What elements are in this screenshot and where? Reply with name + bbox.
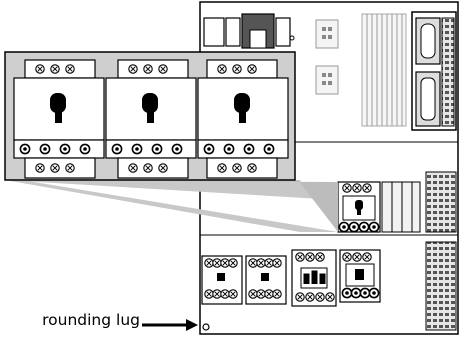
- callout-arrow: [142, 319, 198, 331]
- grounding-lug: [202, 323, 210, 331]
- contactor-4: [339, 249, 381, 303]
- contactor-1: [201, 255, 243, 305]
- enlarged-breaker-view: [4, 51, 296, 181]
- din-terminal-rail: [425, 171, 457, 331]
- terminal-strip-top: [361, 13, 407, 127]
- breaker-3: [197, 59, 289, 179]
- breaker-2: [105, 59, 197, 179]
- relay-blocks: [315, 19, 339, 95]
- contactor-2: [245, 255, 287, 305]
- breaker-1: [13, 59, 105, 179]
- plc-controller: [411, 11, 457, 131]
- grounding-lug-label: rounding lug: [42, 311, 140, 329]
- contactor-row: [201, 249, 381, 307]
- top-module-cluster: [203, 13, 295, 49]
- contactor-3: [291, 249, 337, 307]
- magnify-shading: [5, 180, 338, 232]
- mid-breaker: [337, 181, 421, 233]
